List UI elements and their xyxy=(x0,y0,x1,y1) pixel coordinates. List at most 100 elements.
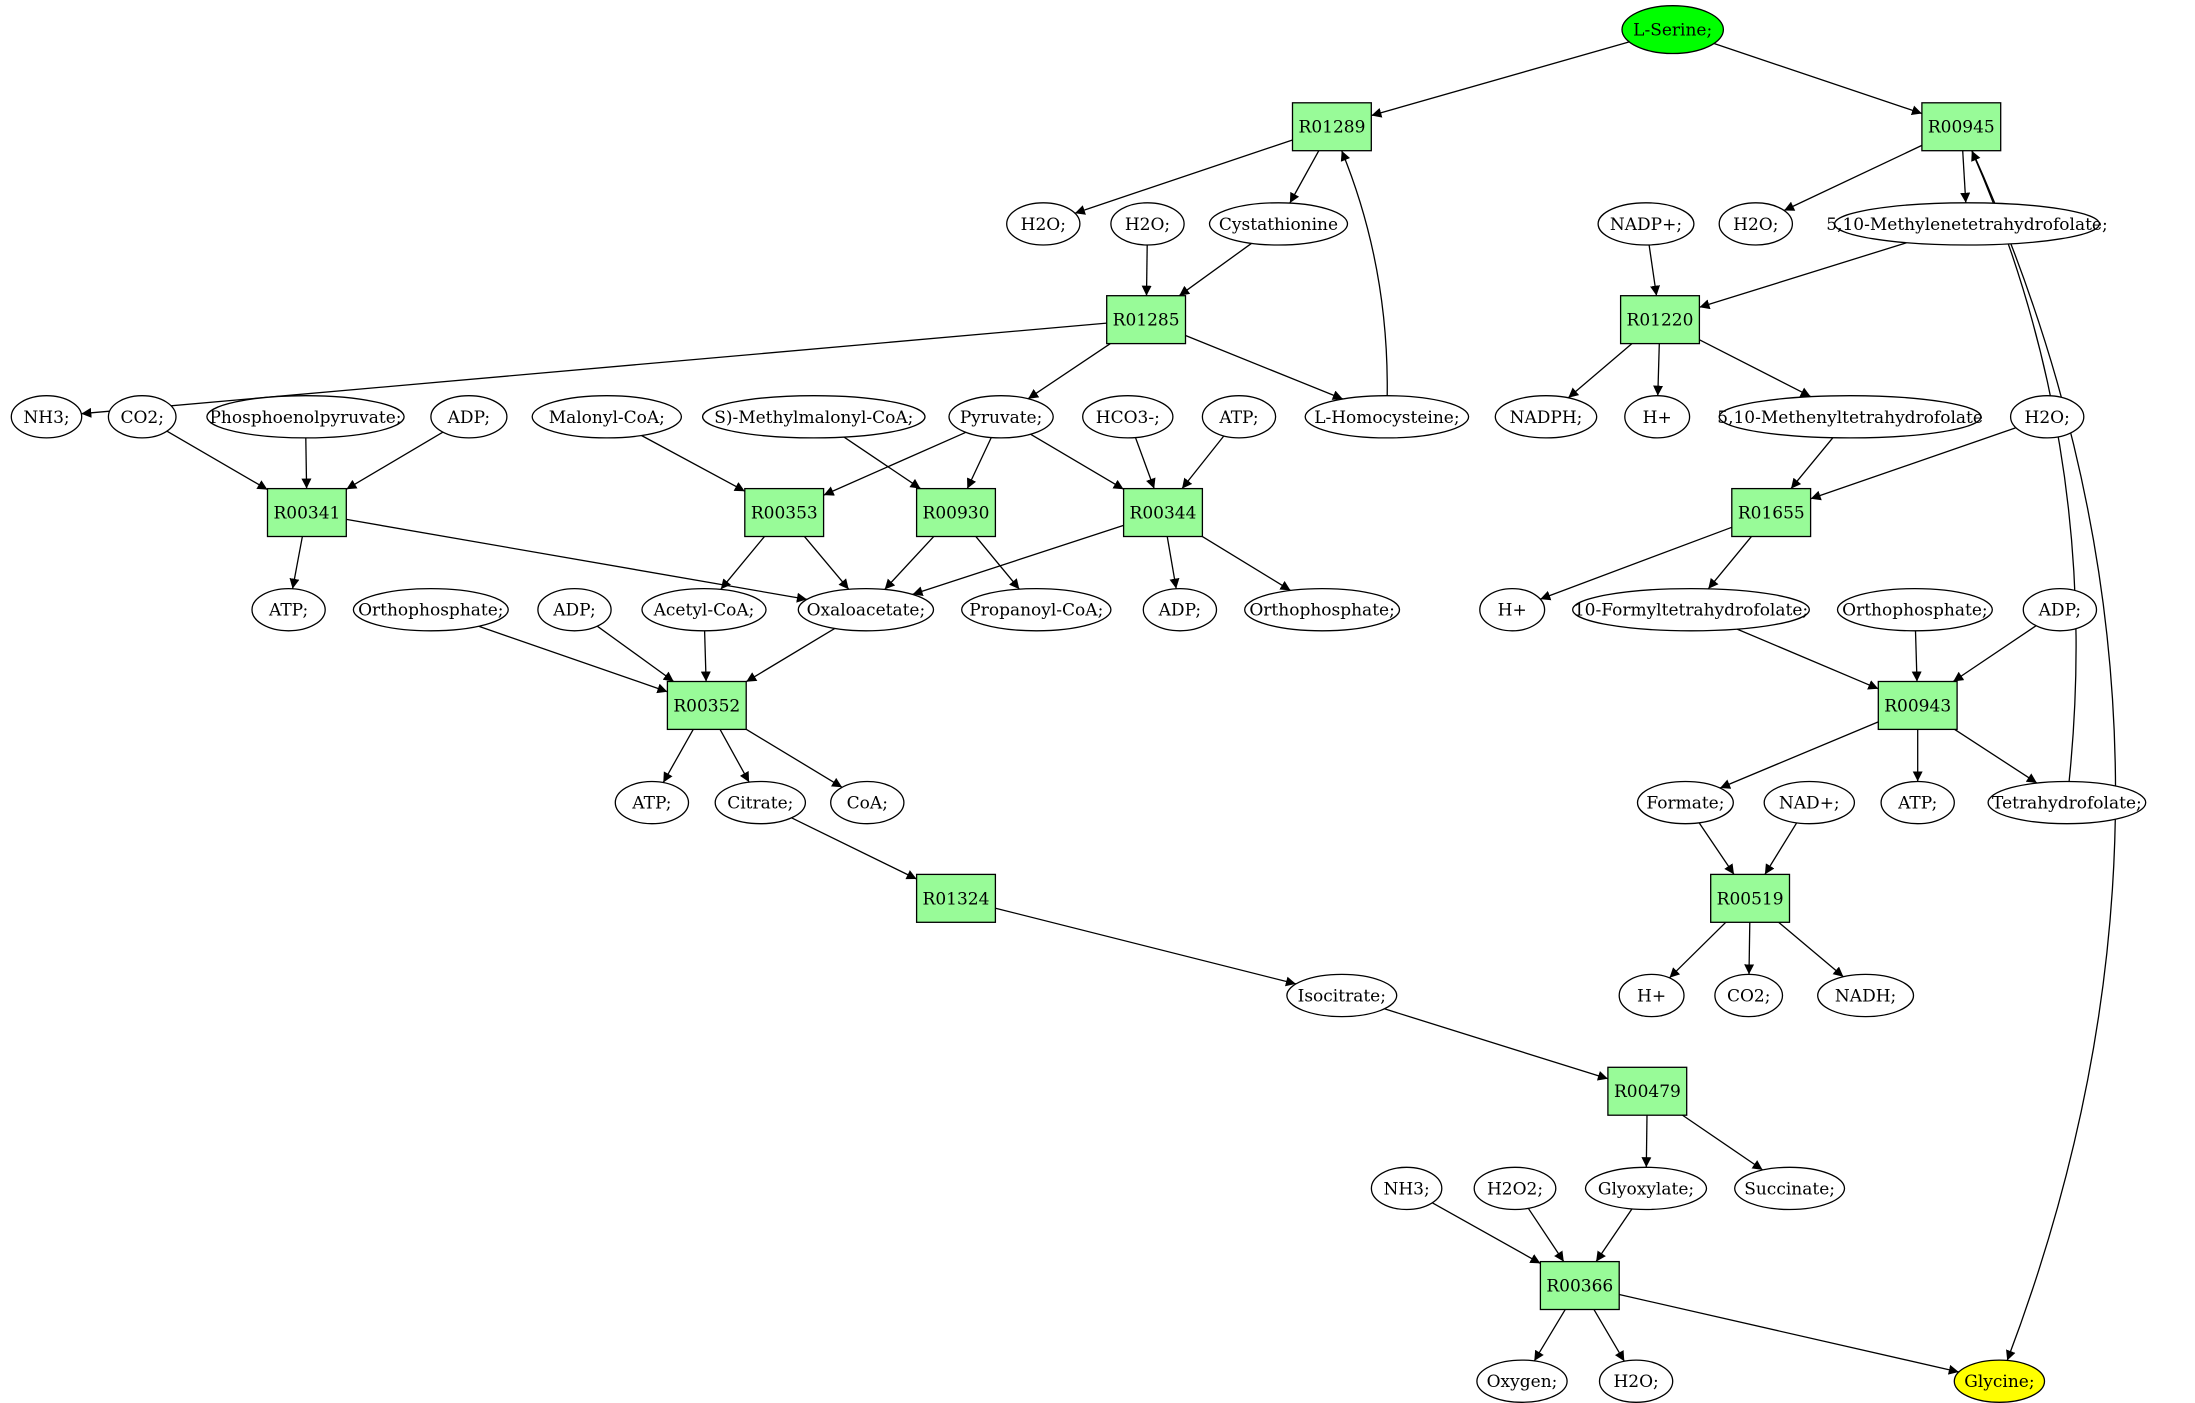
node-label: R00344 xyxy=(1130,504,1197,524)
node-label: Succinate; xyxy=(1744,1179,1835,1199)
metabolite-ellipse xyxy=(1370,1166,1443,1211)
edge-R00479-to-glyox xyxy=(1641,1115,1652,1168)
edge-R00352-to-coa xyxy=(745,728,843,788)
metabolite-ellipse xyxy=(1598,1359,1674,1403)
metabolite-node-nh3_a: NH3; xyxy=(10,395,83,439)
edge-formate-to-R00519 xyxy=(1698,822,1735,875)
metabolite-node-adp_a: ADP; xyxy=(430,395,508,439)
reaction-box xyxy=(1921,102,2002,152)
metabolite-ellipse xyxy=(1987,780,2147,825)
node-label: Isocitrate; xyxy=(1298,987,1386,1007)
reaction-box xyxy=(1607,1066,1688,1116)
node-label: R01220 xyxy=(1627,311,1694,331)
node-label: NAD+; xyxy=(1779,794,1840,814)
edge-pyr-to-R00353 xyxy=(823,431,967,496)
node-label: NADPH; xyxy=(1510,408,1583,428)
node-label: R01655 xyxy=(1738,504,1805,524)
edge-co2_a-to-R00341 xyxy=(166,430,268,491)
metabolite-ellipse xyxy=(1479,587,1546,632)
reaction-node-R00366: R00366 xyxy=(1539,1260,1620,1311)
node-label: H+ xyxy=(1498,601,1527,621)
edge-cysta-to-R01285 xyxy=(1178,242,1252,297)
metabolite-ellipse xyxy=(1618,973,1685,1018)
edge-R01655-to-hplus_b xyxy=(1540,526,1733,601)
node-label: H+ xyxy=(1643,408,1672,428)
reaction-node-R00945: R00945 xyxy=(1921,102,2002,152)
metabolite-ellipse xyxy=(961,587,1112,632)
edge-R00366-to-glycine xyxy=(1619,1293,1959,1375)
metabolite-node-atp_a: ATP; xyxy=(1201,395,1277,439)
metabolite-ellipse xyxy=(1244,587,1401,632)
reaction-node-R01220: R01220 xyxy=(1619,295,1701,345)
metabolite-node-co2_a: CO2; xyxy=(107,395,177,439)
reaction-box xyxy=(1291,102,1372,152)
edge-serine-to-R01289 xyxy=(1371,41,1630,118)
metabolite-node-serine: L-Serine; xyxy=(1621,5,1725,55)
metabolite-node-coa: CoA; xyxy=(830,780,905,825)
node-label: R01285 xyxy=(1113,311,1180,331)
metabolite-node-ortho_c: Orthophosphate; xyxy=(1836,587,1993,632)
metabolite-ellipse xyxy=(830,780,905,825)
edge-R00930-to-oaa xyxy=(884,535,935,590)
reaction-box xyxy=(1710,873,1791,923)
metabolite-node-formylthf: 10-Formyltetrahydrofolate; xyxy=(1572,587,1810,632)
metabolite-ellipse xyxy=(1494,395,1598,439)
edge-R01324-to-isocit xyxy=(995,907,1297,987)
node-label: Propanoyl-CoA; xyxy=(969,601,1103,621)
metabolite-node-h2o_a: H2O; xyxy=(1006,202,1081,246)
edge-R00519-to-nadh xyxy=(1778,921,1844,978)
edge-nadp-to-R01220 xyxy=(1648,244,1661,296)
node-label: Acetyl-CoA; xyxy=(653,601,755,621)
edge-nad-to-R00519 xyxy=(1764,822,1798,875)
edge-ortho_a-to-R00352 xyxy=(478,625,668,694)
metabolite-node-isocit: Isocitrate; xyxy=(1286,973,1398,1018)
metabolite-ellipse xyxy=(352,587,509,632)
node-label: ADP; xyxy=(552,601,595,621)
node-label: S)-Methylmalonyl-CoA; xyxy=(714,408,913,428)
metabolite-ellipse xyxy=(531,395,683,439)
reaction-node-R00352: R00352 xyxy=(666,680,747,731)
edge-R00344-to-adp_c xyxy=(1166,536,1180,589)
edge-h2o_d-to-R01655 xyxy=(1810,427,2017,501)
reaction-node-R00930: R00930 xyxy=(915,487,997,538)
metabolite-node-adp_c: ADP; xyxy=(1142,587,1218,632)
node-label: ATP; xyxy=(268,601,308,621)
edge-malcoa-to-R00353 xyxy=(641,434,746,492)
metabolite-node-thf: Tetrahydrofolate; xyxy=(1987,780,2147,825)
node-label: H2O; xyxy=(1021,215,1066,235)
node-label: H2O2; xyxy=(1487,1179,1543,1199)
edge-glyox-to-R00366 xyxy=(1595,1208,1633,1262)
node-label: R00366 xyxy=(1546,1277,1613,1297)
metabolite-ellipse xyxy=(1624,395,1691,439)
metabolite-ellipse xyxy=(1572,587,1810,632)
metabolite-node-hcys: L-Homocysteine; xyxy=(1304,395,1470,439)
edge-oaa-to-R00352 xyxy=(745,627,836,683)
metabolite-node-oxygen: Oxygen; xyxy=(1476,1359,1568,1403)
node-label: Phosphoenolpyruvate; xyxy=(209,408,401,428)
edge-isocit-to-R00479 xyxy=(1384,1008,1609,1081)
reaction-node-R00519: R00519 xyxy=(1710,873,1791,923)
reaction-node-R00344: R00344 xyxy=(1122,487,1204,538)
metabolite-node-nadh: NADH; xyxy=(1817,973,1915,1018)
edge-R00352-to-citrate xyxy=(719,728,750,783)
node-label: NH3; xyxy=(1383,1179,1429,1199)
metabolite-ellipse xyxy=(1763,780,1856,825)
node-label: Pyruvate; xyxy=(960,408,1042,428)
reaction-node-R01289: R01289 xyxy=(1291,102,1372,152)
edge-smmcoa-to-R00930 xyxy=(843,436,921,490)
metabolite-ellipse xyxy=(1006,202,1081,246)
node-label: H2O; xyxy=(1733,215,1778,235)
metabolite-ellipse xyxy=(1734,1166,1846,1211)
reaction-box xyxy=(1877,680,1958,731)
edge-pyr-to-R00344 xyxy=(1030,433,1124,490)
reaction-box xyxy=(1619,295,1701,345)
metabolite-node-smmcoa: S)-Methylmalonyl-CoA; xyxy=(701,395,926,439)
metabolite-node-h2o_c: H2O; xyxy=(1718,202,1794,246)
reaction-box xyxy=(744,487,825,538)
edge-R01285-to-pyr xyxy=(1027,343,1111,400)
metabolite-node-formate: Formate; xyxy=(1636,780,1734,825)
node-label: 10-Formyltetrahydrofolate; xyxy=(1574,601,1808,621)
edge-R00344-to-oaa xyxy=(912,524,1124,597)
